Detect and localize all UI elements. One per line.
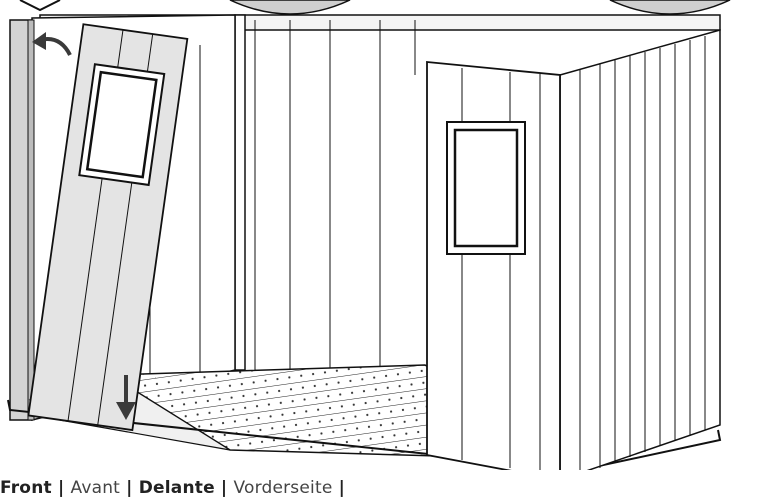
caption-vorderseite: Vorderseite [233, 478, 332, 498]
caption-sep-2: | [120, 478, 139, 498]
caption-avant: Avant [70, 478, 120, 498]
top-left-arrow-fragment [20, 0, 60, 10]
shed-assembly-illustration [0, 0, 757, 470]
caption-sep-3: | [215, 478, 234, 498]
caption-front: Front [0, 478, 52, 498]
top-cylinder-right [610, 0, 730, 14]
top-cylinder-left [230, 0, 350, 14]
left-corner-post [10, 20, 34, 420]
caption-delante: Delante [139, 478, 215, 498]
caption-sep-1: | [52, 478, 71, 498]
caption-sep-4: | [332, 478, 345, 498]
right-side-wall [560, 30, 720, 470]
right-front-panel [427, 62, 560, 470]
multilingual-caption: Front | Avant | Delante | Vorderseite | [0, 478, 345, 500]
